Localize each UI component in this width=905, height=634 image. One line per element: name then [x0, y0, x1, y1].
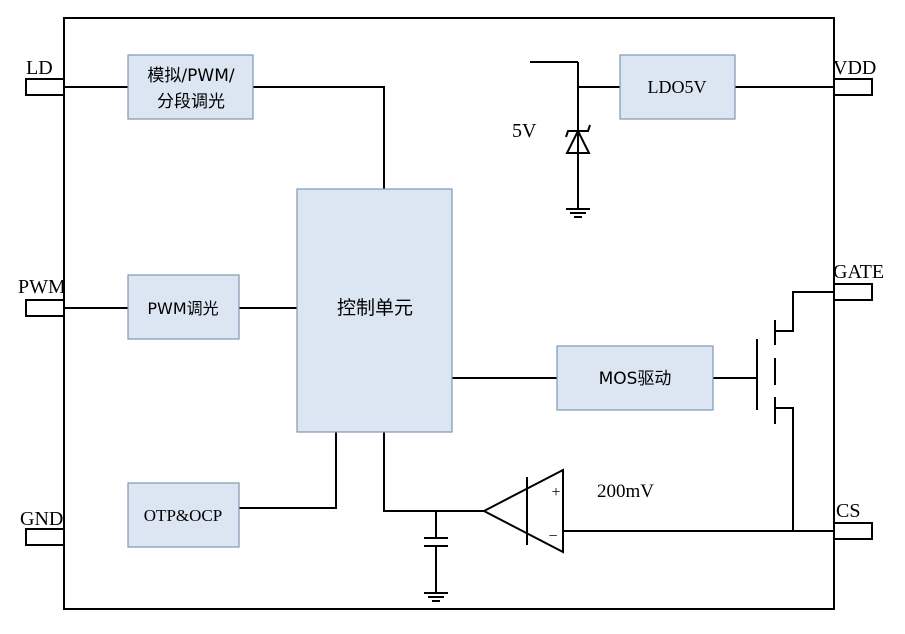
reference-voltage-label: 200mV — [597, 481, 654, 502]
pin-cs: CS — [833, 500, 873, 540]
comparator — [481, 468, 564, 554]
pin-gnd-label: GND — [20, 508, 63, 530]
mosfet — [756, 320, 776, 424]
otp-ocp-label: OTP&OCP — [144, 506, 222, 525]
pin-gate-label: GATE — [833, 261, 884, 283]
comparator-plus: + — [551, 484, 560, 501]
pin-ld: LD — [25, 57, 65, 96]
wire-control-to-comparator — [383, 432, 484, 512]
zener-voltage-label: 5V — [512, 120, 537, 142]
wire-otp-to-control — [239, 432, 337, 509]
pin-pwm-label: PWM — [18, 276, 66, 298]
wire-source-to-cs — [775, 407, 794, 531]
comparator-minus: − — [548, 528, 557, 545]
pwm-dimming-block: PWM调光 — [127, 274, 240, 340]
wire-dimming-to-control — [253, 86, 385, 189]
control-unit-label: 控制单元 — [337, 297, 413, 319]
pwm-dimming-label: PWM调光 — [147, 299, 218, 318]
pin-gnd: GND — [20, 508, 65, 546]
control-unit-block: 控制单元 — [296, 188, 453, 433]
pin-cs-label: CS — [836, 500, 860, 522]
ldo-block: LDO5V — [619, 54, 736, 120]
capacitor — [424, 537, 448, 547]
pin-vdd: VDD — [833, 57, 876, 96]
ldo-label: LDO5V — [648, 77, 707, 97]
dimming-block: 模拟/PWM/ 分段调光 — [127, 54, 254, 120]
dimming-label-line1: 模拟/PWM/ — [147, 66, 234, 86]
zener-diode — [565, 124, 591, 154]
pin-ld-label: LD — [26, 57, 53, 79]
mos-driver-label: MOS驱动 — [599, 369, 672, 389]
wire-gate-pin — [775, 291, 834, 332]
pin-vdd-label: VDD — [833, 57, 876, 79]
pin-pwm: PWM — [18, 276, 66, 317]
dimming-label-line2: 分段调光 — [157, 92, 225, 112]
mos-driver-block: MOS驱动 — [556, 345, 714, 411]
otp-ocp-block: OTP&OCP — [127, 482, 240, 548]
ground-symbol-zener — [566, 208, 590, 218]
pin-gate: GATE — [833, 261, 884, 301]
ground-symbol-cap — [424, 592, 448, 602]
wires — [64, 61, 834, 592]
